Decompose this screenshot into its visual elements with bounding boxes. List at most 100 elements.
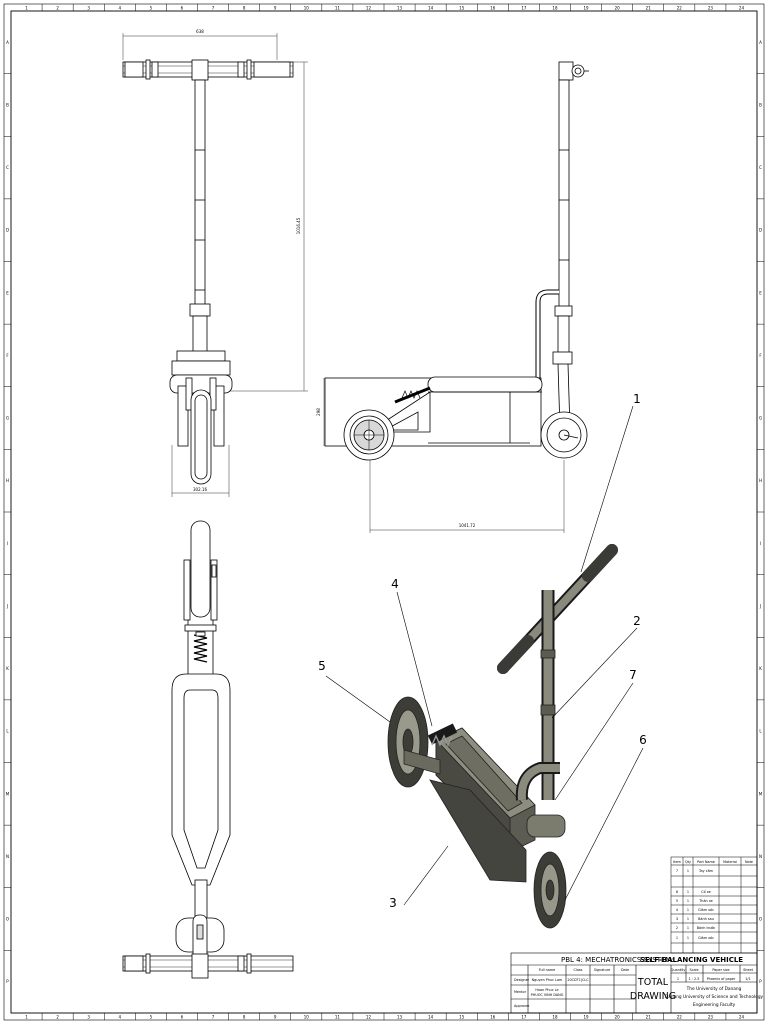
balloon-4: 4 — [391, 577, 399, 591]
border-column-label: 5 — [150, 1015, 153, 1020]
parts-row-name: Bánh sau — [698, 917, 714, 921]
border-column-label: 20 — [615, 6, 621, 11]
parts-header-name: Part Name — [697, 860, 715, 864]
border-row-label: E — [6, 290, 9, 295]
border-column-label: 8 — [243, 1015, 246, 1020]
border-row-label: J — [6, 603, 8, 608]
border-row-label: O — [6, 917, 9, 922]
border-row-label: H — [759, 478, 762, 483]
border-row-label: F — [6, 353, 9, 358]
border-row-label: H — [6, 478, 9, 483]
parts-row-qty: 1 — [687, 899, 689, 903]
tb-designer-name: Nguyen Phuc Lam — [532, 978, 563, 982]
border-column-label: 11 — [335, 1015, 341, 1020]
tb-mentor-name-2: PHUOC VINH DANG — [531, 993, 564, 997]
tb-role-mentor: Mentor — [514, 990, 527, 994]
border-row-label: O — [759, 917, 762, 922]
balloon-2: 2 — [633, 614, 641, 628]
tb-header-signature: Signature — [594, 968, 610, 972]
title-prefix: PBL 4: MECHATRONICS SYSTEM: — [561, 956, 674, 964]
parts-list-table: Item Qty Part Name Material Note 7 1 Tay… — [670, 856, 758, 954]
parts-row-item: 4 — [676, 908, 678, 912]
sheet-border — [3, 3, 765, 1021]
side-view — [324, 61, 589, 461]
tb-header-class: Class — [574, 968, 583, 972]
title-main: SELF-BALANCING VEHICLE — [640, 956, 743, 964]
border-row-label: J — [759, 603, 761, 608]
border-row-label: I — [760, 541, 761, 546]
dim-wheelbase: 1041.72 — [459, 523, 476, 528]
border-row-label: B — [6, 102, 9, 107]
tb-paper-label: Paper size — [712, 968, 729, 972]
tb-qty-value: 1 — [677, 977, 679, 981]
border-column-label: 16 — [490, 1015, 496, 1020]
border-column-label: 11 — [335, 6, 341, 11]
parts-row-qty: 1 — [687, 926, 689, 930]
border-column-label: 3 — [87, 1015, 90, 1020]
parts-row-item: 7 — [676, 869, 678, 873]
balloons: 1 2 3 4 5 6 7 — [318, 392, 647, 910]
dim-total-height: 1016.45 — [296, 217, 301, 234]
border-column-label: 13 — [397, 6, 403, 11]
front-view-dimensions — [122, 33, 308, 497]
border-column-label: 20 — [615, 1015, 621, 1020]
border-row-label: P — [759, 979, 762, 984]
border-column-label: 9 — [274, 1015, 277, 1020]
dim-front-width: 302.16 — [193, 487, 207, 492]
parts-header-material: Material — [723, 860, 737, 864]
tb-sheet-label: Sheet — [743, 968, 753, 972]
border-column-label: 18 — [552, 6, 558, 11]
parts-row-qty: 1 — [687, 890, 689, 894]
parts-row-name: Giảm xóc — [698, 908, 714, 912]
parts-row-name: Cổ xe — [701, 889, 711, 894]
border-column-label: 7 — [212, 1015, 215, 1020]
border-column-label: 2 — [56, 6, 59, 11]
parts-row-item: 6 — [676, 890, 678, 894]
tb-header-date: Date — [621, 968, 629, 972]
border-column-label: 19 — [583, 6, 589, 11]
balloon-6: 6 — [639, 733, 647, 747]
border-column-label: 10 — [304, 6, 310, 11]
border-row-label: M — [759, 791, 763, 796]
border-row-label: G — [759, 416, 762, 421]
border-row-label: K — [6, 666, 9, 671]
border-column-label: 16 — [490, 6, 496, 11]
parts-row-item: 3 — [676, 917, 678, 921]
parts-row-name: Thân xe — [698, 899, 713, 903]
border-row-label: A — [759, 40, 762, 45]
border-row-label: B — [759, 102, 762, 107]
border-row-label: P — [6, 979, 9, 984]
tb-scale-value: 1 : 2.5 — [689, 977, 700, 981]
balloon-5: 5 — [318, 659, 326, 673]
border-column-label: 22 — [677, 1015, 683, 1020]
border-column-label: 2 — [56, 1015, 59, 1020]
parts-header-note: Note — [745, 860, 753, 864]
border-column-label: 24 — [739, 6, 745, 11]
border-column-label: 6 — [181, 6, 184, 11]
border-column-label: 3 — [87, 6, 90, 11]
border-row-label: N — [6, 854, 9, 859]
border-column-label: 1 — [25, 1015, 28, 1020]
balloon-7: 7 — [629, 668, 637, 682]
parts-row-qty: 1 — [687, 869, 689, 873]
border-column-label: 8 — [243, 6, 246, 11]
border-column-label: 21 — [646, 1015, 652, 1020]
border-row-label: F — [759, 353, 762, 358]
side-view-dimensions — [323, 378, 565, 533]
tb-header-fullname: Full name — [539, 968, 556, 972]
front-view — [122, 59, 294, 485]
border-column-label: 7 — [212, 6, 215, 11]
balloon-1: 1 — [633, 392, 641, 406]
tb-university: The University of Danang — [686, 986, 742, 992]
border-column-label: 14 — [428, 6, 434, 11]
border-column-label: 10 — [304, 1015, 310, 1020]
tb-role-designer: Designer — [514, 978, 530, 982]
parts-row-qty: 1 — [687, 908, 689, 912]
drawing-name-line1: TOTAL — [637, 977, 669, 988]
parts-row-qty: 1 — [687, 936, 689, 940]
border-column-label: 4 — [119, 6, 122, 11]
border-column-label: 15 — [459, 1015, 465, 1020]
border-column-label: 12 — [366, 6, 372, 11]
border-column-label: 14 — [428, 1015, 434, 1020]
